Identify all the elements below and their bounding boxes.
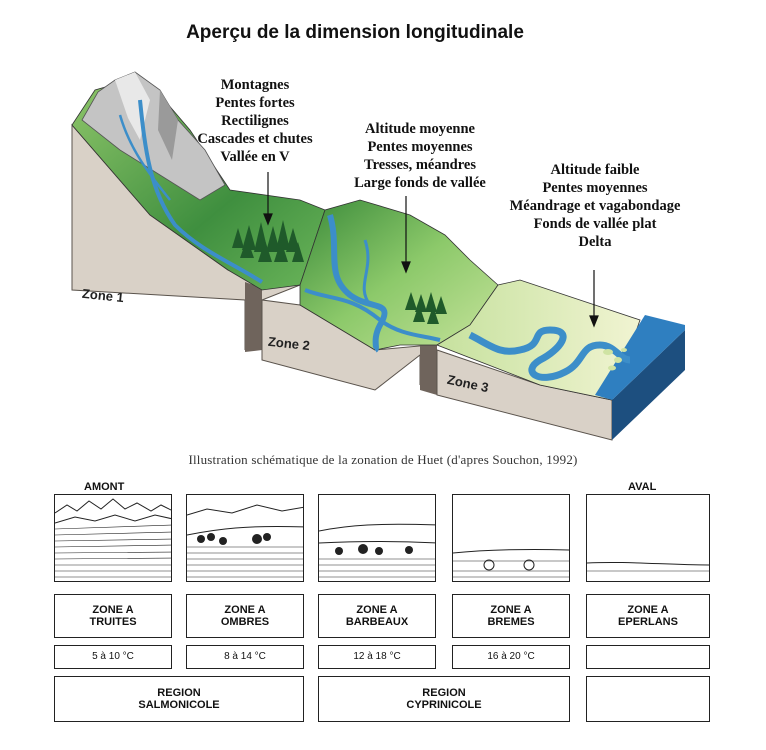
zone-1-line: Montagnes bbox=[220, 77, 290, 93]
diagram-title: Aperçu de la dimension longitudinale bbox=[186, 22, 524, 43]
temperature-box-barbeaux: 12 à 18 °C bbox=[318, 645, 436, 669]
mountain-rock-shade-2 bbox=[158, 90, 178, 160]
zone-2-forest bbox=[405, 292, 447, 324]
zone-1-cliff bbox=[245, 282, 262, 352]
zone-1-block bbox=[71, 71, 326, 352]
zone-box-line: EPERLANS bbox=[618, 616, 678, 628]
landscape-illustration bbox=[71, 71, 685, 441]
zone-3-description: Altitude faible Pentes moyennes Méandrag… bbox=[500, 161, 690, 251]
zone-1-line: Cascades et chutes bbox=[197, 131, 313, 147]
temperature-value: 12 à 18 °C bbox=[353, 651, 401, 662]
landscape-panel-truites bbox=[54, 494, 172, 582]
panel-sketch-plain bbox=[453, 548, 569, 578]
zone-box-line: TRUITES bbox=[89, 616, 137, 628]
zone-3-sea-side bbox=[612, 330, 685, 440]
downstream-label: AVAL bbox=[628, 481, 657, 493]
panel-sketch-estuary bbox=[587, 561, 709, 572]
temperature-value: 5 à 10 °C bbox=[92, 651, 134, 662]
zone-box-line: BARBEAUX bbox=[345, 616, 409, 628]
zone-box-line: ZONE A bbox=[92, 604, 134, 616]
zone-box-line: ZONE A bbox=[490, 604, 532, 616]
landscape-panel-barbeaux bbox=[318, 494, 436, 582]
temperature-box-ombres: 8 à 14 °C bbox=[186, 645, 304, 669]
zone-box-line: ZONE A bbox=[627, 604, 669, 616]
zone-2-river-braid-2 bbox=[362, 239, 372, 306]
mountain-stream bbox=[138, 99, 264, 284]
temperature-box-bremes: 16 à 20 °C bbox=[452, 645, 570, 669]
zone-3-line: Pentes moyennes bbox=[542, 180, 648, 196]
zone-3-line: Méandrage et vagabondage bbox=[509, 198, 681, 214]
region-line: CYPRINICOLE bbox=[406, 699, 482, 711]
landscape-panel-eperlans bbox=[586, 494, 710, 582]
panel-sketch-hills bbox=[187, 504, 303, 578]
zone-2-cliff bbox=[420, 340, 437, 395]
panel-sketch-mountains bbox=[55, 498, 171, 578]
panel-sketch-valley bbox=[319, 523, 435, 578]
zone-2-line: Large fonds de vallée bbox=[354, 175, 486, 191]
upstream-label: AMONT bbox=[84, 481, 125, 493]
temperature-box-truites: 5 à 10 °C bbox=[54, 645, 172, 669]
zone-3-meandering-river bbox=[468, 326, 631, 381]
zone-2-line: Pentes moyennes bbox=[367, 139, 473, 155]
zone-2-river-braid bbox=[304, 288, 441, 342]
zone-1-forest bbox=[232, 220, 304, 262]
zone-1-line: Pentes fortes bbox=[215, 95, 295, 111]
region-line: REGION bbox=[422, 687, 466, 699]
zone-3-line: Altitude faible bbox=[550, 162, 640, 178]
figure-caption: Illustration schématique de la zonation … bbox=[188, 452, 578, 467]
zone-2-line: Tresses, méandres bbox=[364, 157, 476, 173]
temperature-value: 8 à 14 °C bbox=[224, 651, 266, 662]
zone-box-line: BREMES bbox=[487, 616, 535, 628]
temperature-box-eperlans bbox=[586, 645, 710, 669]
region-line: SALMONICOLE bbox=[138, 699, 220, 711]
region-line: REGION bbox=[157, 687, 201, 699]
delta-islands bbox=[603, 348, 627, 371]
pointer-arrows bbox=[263, 172, 599, 328]
zone-2-description: Altitude moyenne Pentes moyennes Tresses… bbox=[345, 120, 495, 192]
zone-2-block bbox=[261, 199, 499, 395]
zone-3-line: Fonds de vallée plat bbox=[533, 216, 657, 232]
zone-1-description: Montagnes Pentes fortes Rectilignes Casc… bbox=[185, 76, 325, 166]
temperature-value: 16 à 20 °C bbox=[487, 651, 535, 662]
zone-box-line: ZONE A bbox=[224, 604, 266, 616]
mountain-stream-branch bbox=[118, 114, 171, 201]
zone-3-sea bbox=[595, 315, 685, 400]
zone-2-line: Altitude moyenne bbox=[365, 121, 475, 137]
zone-box-line: OMBRES bbox=[220, 616, 270, 628]
zone-2-river bbox=[327, 214, 388, 353]
mountain-rock bbox=[81, 71, 226, 201]
zone-box-line: ZONE A bbox=[356, 604, 398, 616]
zone-1-line: Rectilignes bbox=[221, 113, 289, 129]
region-box-empty bbox=[586, 676, 710, 722]
landscape-panel-ombres bbox=[186, 494, 304, 582]
zone-3-block bbox=[436, 279, 685, 441]
zone-3-line: Delta bbox=[578, 234, 612, 250]
landscape-panel-bremes bbox=[452, 494, 570, 582]
zone-1-line: Vallée en V bbox=[220, 149, 290, 165]
